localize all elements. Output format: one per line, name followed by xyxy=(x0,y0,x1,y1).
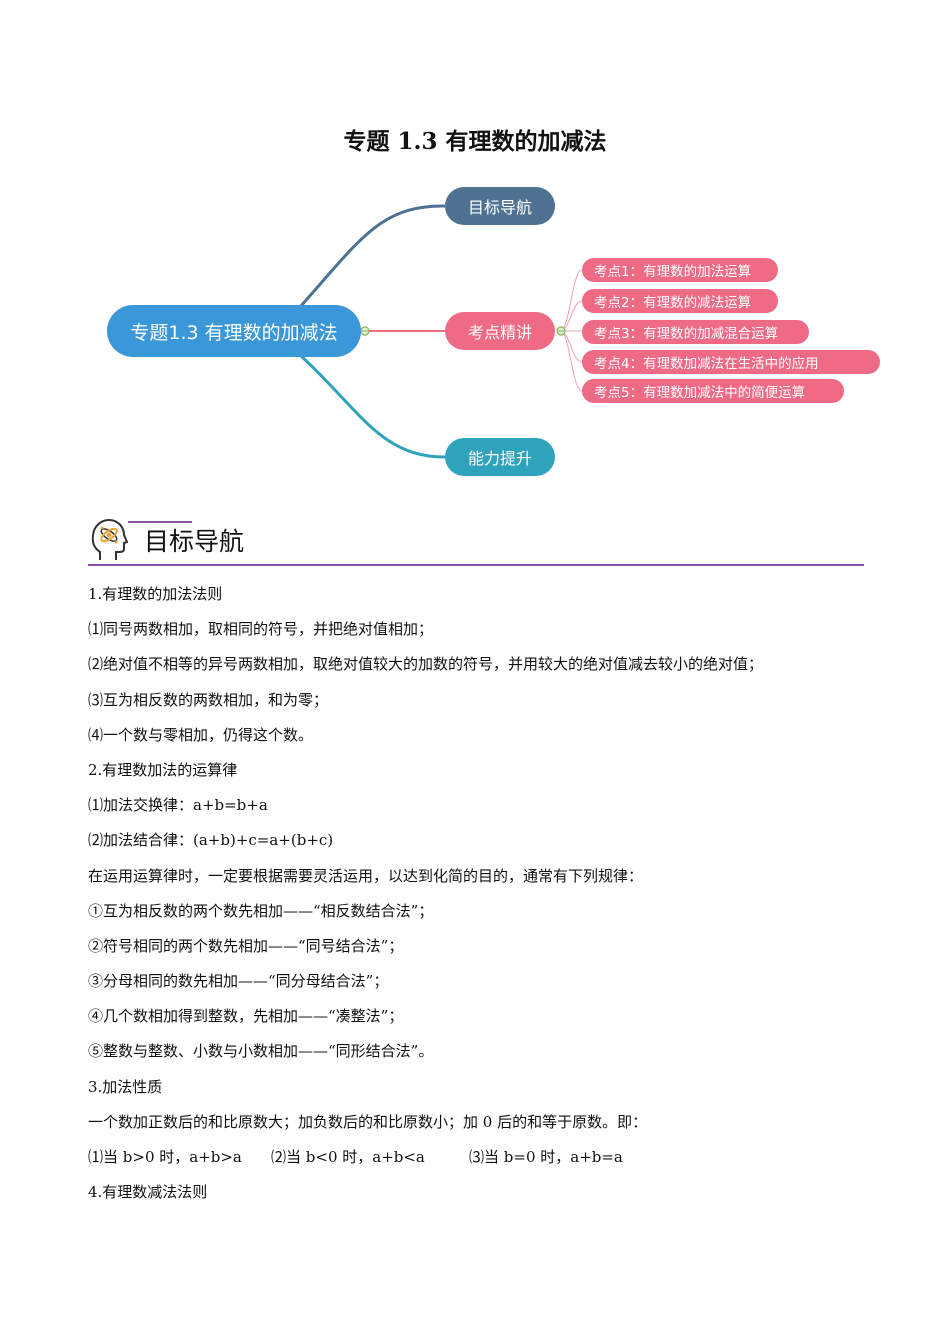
heading-addition-rule: 1.有理数的加法法则 xyxy=(88,585,223,603)
heading-subtraction-rule: 4.有理数减法法则 xyxy=(88,1183,208,1202)
paragraph: 一个数加正数后的和比原数大；加负数后的和比原数小；加 0 后的和等于原数。即： xyxy=(88,1112,648,1131)
head-atom-icon xyxy=(91,518,128,560)
mind-map-subnode: 考点3：有理数的加减混合运算 xyxy=(582,320,809,344)
paragraph: ⑴加法交换律：a+b=b+a xyxy=(88,796,268,815)
mind-map-root: 专题1.3 有理数的加减法 xyxy=(107,305,361,357)
paragraph: ④几个数相加得到整数，先相加——“凑整法”； xyxy=(88,1007,404,1026)
heading-addition-laws: 2.有理数加法的运算律 xyxy=(88,760,238,779)
cases-row: ⑴当 b>0 时，a+b>a ⑵当 b<0 时，a+b<a ⑶当 b=0 时，a+b… xyxy=(88,1145,868,1180)
mind-map-subnode: 考点2：有理数的减法运算 xyxy=(582,289,778,313)
mind-map-connectors xyxy=(298,204,583,459)
mind-map-branch-key-points: 考点精讲 xyxy=(445,312,555,350)
heading-addition-property: 3.加法性质 xyxy=(88,1077,163,1096)
section-title: 目标导航 xyxy=(144,527,245,556)
paragraph: ⑷一个数与零相加，仍得这个数。 xyxy=(88,725,314,744)
case-negative: ⑵当 b<0 时，a+b<a xyxy=(271,1148,425,1166)
paragraph: ②符号相同的两个数先相加——“同号结合法”； xyxy=(88,936,404,955)
paragraph: ①互为相反数的两个数先相加——“相反数结合法”； xyxy=(88,901,434,920)
page-title: 专题 1.3 有理数的加减法 xyxy=(343,128,607,155)
document-body: 1.有理数的加法法则 ⑴同号两数相加，取相同的符号，并把绝对值相加； ⑵绝对值不… xyxy=(88,582,868,1215)
section-header: 目标导航 xyxy=(88,516,864,568)
mind-map-subnode: 考点5：有理数加减法中的简便运算 xyxy=(582,379,844,403)
paragraph: ⑴同号两数相加，取相同的符号，并把绝对值相加； xyxy=(88,620,434,639)
case-positive: ⑴当 b>0 时，a+b>a xyxy=(88,1148,242,1166)
paragraph: 在运用运算律时，一定要根据需要灵活运用，以达到化简的目的，通常有下列规律： xyxy=(88,866,644,885)
paragraph: ③分母相同的数先相加——“同分母结合法”； xyxy=(88,972,389,991)
mind-map-subnode: 考点4：有理数加减法在生活中的应用 xyxy=(582,350,880,374)
paragraph: ⑤整数与整数、小数与小数相加——“同形结合法”。 xyxy=(88,1042,434,1061)
mind-map-branch-ability: 能力提升 xyxy=(445,438,555,476)
mind-map-branch-target-nav: 目标导航 xyxy=(445,187,555,225)
paragraph: ⑵绝对值不相等的异号两数相加，取绝对值较大的加数的符号，并用较大的绝对值减去较小… xyxy=(88,655,764,674)
mind-map: 专题1.3 有理数的加减法 目标导航 考点精讲 能力提升 考点1：有理数的加法运… xyxy=(0,180,950,490)
section-divider xyxy=(88,564,864,566)
mind-map-subnode: 考点1：有理数的加法运算 xyxy=(582,258,778,282)
paragraph: ⑶互为相反数的两数相加，和为零； xyxy=(88,690,329,709)
paragraph: ⑵加法结合律：(a+b)+c=a+(b+c) xyxy=(88,831,334,850)
section-header-topline xyxy=(128,521,192,523)
case-zero: ⑶当 b=0 时，a+b=a xyxy=(469,1148,623,1166)
